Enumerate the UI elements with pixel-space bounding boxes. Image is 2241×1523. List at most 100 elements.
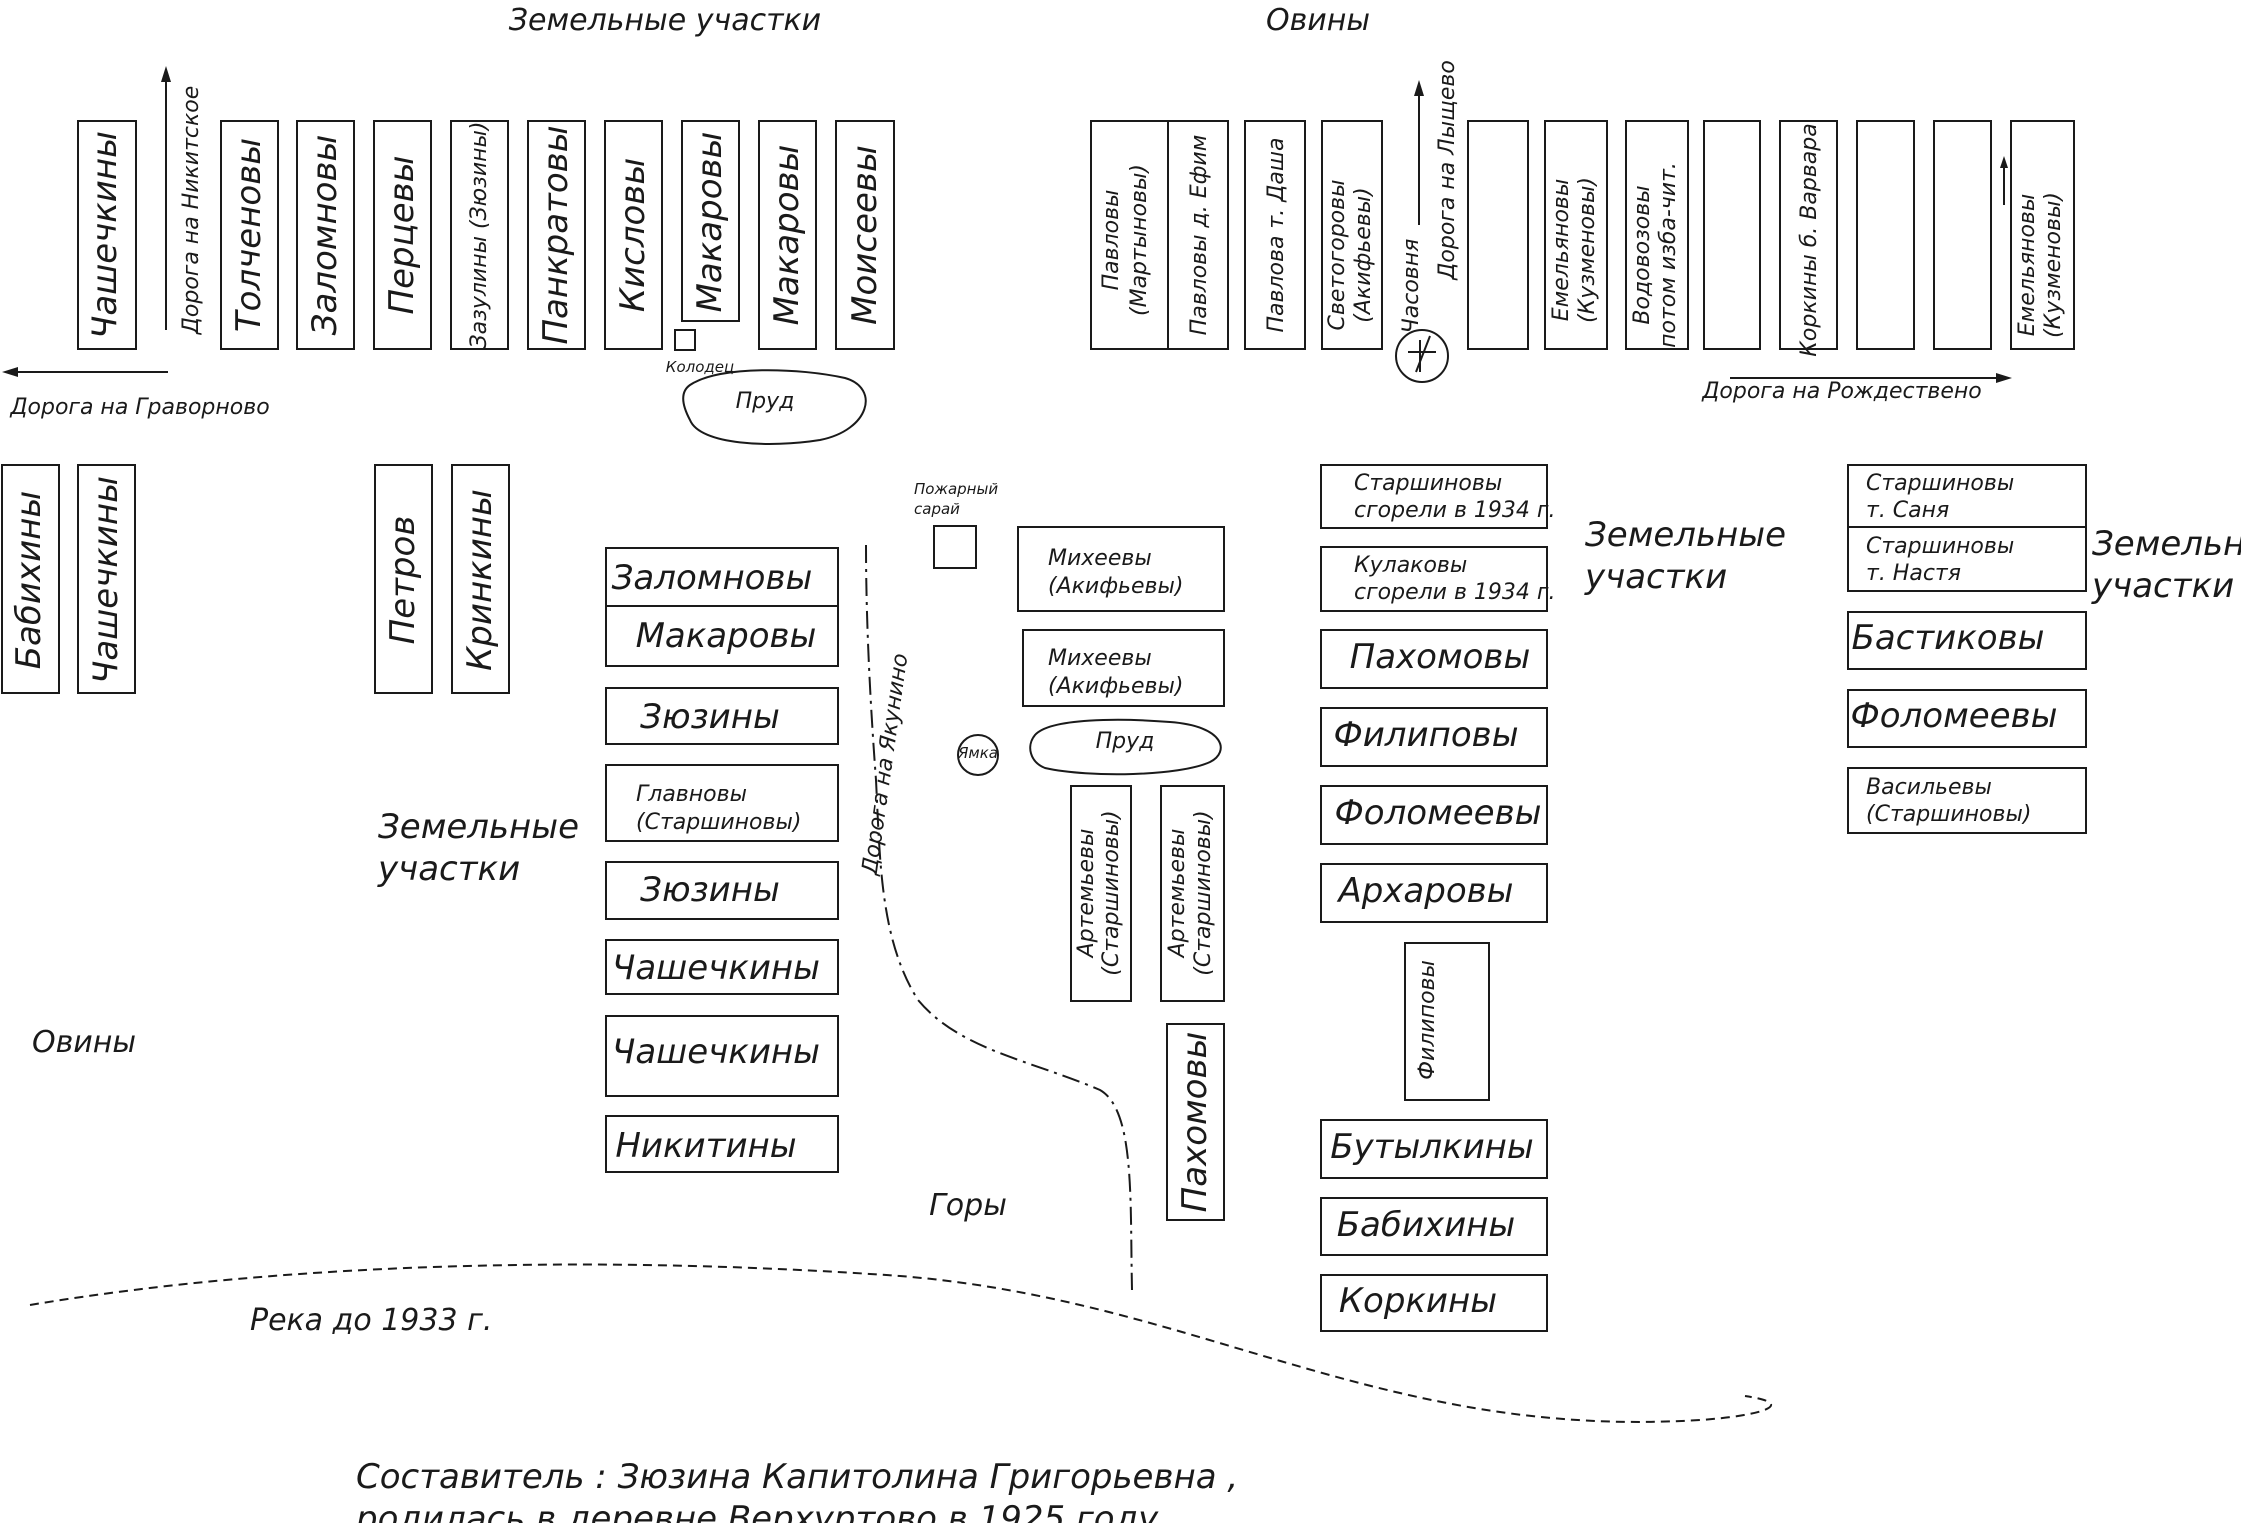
- house-pakhomovy-mid[interactable]: [1166, 1023, 1225, 1221]
- road-nikitskoe-arrow-icon: [161, 66, 171, 82]
- house-mikheevy-b[interactable]: [1022, 629, 1225, 707]
- house-label: (Акифьевы): [1048, 674, 1183, 699]
- footer-line-2: родилась в деревне Верхуртово в 1925 год…: [355, 1499, 1169, 1523]
- left-block-houses: Бабихины Чашечкины Петров Кринкины: [1, 464, 510, 694]
- house-chashechkiny-left[interactable]: [77, 464, 136, 694]
- house-mikheevy-a[interactable]: [1017, 526, 1225, 612]
- label-land-plots-right-2: участки: [1584, 557, 1727, 597]
- house-filipovy-2[interactable]: [1404, 942, 1490, 1101]
- house-makarovy-center[interactable]: [605, 605, 839, 667]
- house-zyuziny-2[interactable]: [605, 861, 839, 920]
- house-pavlovy-martynovy[interactable]: [1090, 120, 1169, 350]
- road-rozhdestveno-arrow-icon: [1996, 373, 2012, 383]
- house-makarovy-top-1[interactable]: [681, 120, 740, 322]
- house-label: Фоломеевы: [1335, 793, 1542, 833]
- house-starshinovy-nastya[interactable]: [1847, 526, 2087, 592]
- house-chashechkiny-center-2[interactable]: [605, 1015, 839, 1097]
- landmark-fire-shed-1: Пожарный: [914, 480, 998, 498]
- house-starshinovy-burned[interactable]: [1320, 464, 1548, 529]
- house-empty-2[interactable]: [1703, 120, 1761, 350]
- house-label: Чашечкины: [612, 1032, 820, 1072]
- house-label: (Старшиновы): [1191, 810, 1216, 975]
- house-folomeevy-far-right[interactable]: [1847, 689, 2087, 748]
- house-pavlovy-efim[interactable]: [1167, 120, 1229, 350]
- house-zalomnovy-top[interactable]: [296, 120, 355, 350]
- house-butylkiny[interactable]: [1320, 1119, 1548, 1179]
- road-gravornovo-arrow-icon: [2, 367, 18, 377]
- house-zazuliny[interactable]: [450, 120, 509, 350]
- house-label: Старшиновы: [1354, 471, 1502, 496]
- house-kulakovy-burned[interactable]: [1320, 546, 1548, 612]
- house-label: Чашечкины: [612, 948, 820, 988]
- house-empty-1[interactable]: [1467, 120, 1529, 350]
- label-barns-left: Овины: [32, 1025, 136, 1060]
- house-korkiny-varvara[interactable]: [1779, 120, 1838, 350]
- house-makarovy-top-2[interactable]: [758, 120, 817, 350]
- house-label: Пахомовы: [1350, 637, 1531, 677]
- house-pavlova-dasha[interactable]: [1244, 120, 1306, 350]
- house-label: Старшиновы: [1866, 471, 2014, 496]
- road-label-nikitskoe: Дорога на Никитское: [179, 86, 204, 336]
- house-tolchenovy[interactable]: [220, 120, 279, 350]
- house-chashechkiny-top[interactable]: [77, 120, 137, 350]
- house-empty-4[interactable]: [1933, 120, 1992, 350]
- heading-barns-top: Овины: [1266, 3, 1370, 38]
- house-label: (Старшиновы): [1866, 802, 2031, 827]
- house-arkharovy[interactable]: [1320, 863, 1548, 923]
- house-label: Михеевы: [1048, 646, 1152, 671]
- house-label: Заломновы: [612, 558, 813, 598]
- house-zyuziny-1[interactable]: [605, 687, 839, 745]
- house-babikhiny-right[interactable]: [1320, 1197, 1548, 1256]
- house-artemyevy-b[interactable]: [1160, 785, 1225, 1002]
- landmark-fire-shed-2: сарай: [914, 500, 960, 518]
- house-nikitiny[interactable]: [605, 1115, 839, 1173]
- house-label: Чашечкины: [85, 131, 125, 339]
- house-label: т. Саня: [1866, 498, 1949, 523]
- house-petrov[interactable]: [374, 464, 433, 694]
- house-emelyanovy-a[interactable]: [1544, 120, 1608, 350]
- top-left-houses: Чашечкины Толченовы Заломновы Перцевы За…: [77, 120, 895, 350]
- house-label: Макаровы: [767, 145, 807, 326]
- house-label: Архаровы: [1336, 871, 1513, 911]
- house-krinkiny[interactable]: [451, 464, 510, 694]
- river-line: [29, 1263, 1772, 1423]
- road-lyshchevo-arrow-icon: [1414, 80, 1424, 96]
- landmark-chapel: Часовня: [1399, 239, 1424, 334]
- house-filipovy[interactable]: [1320, 707, 1548, 767]
- house-vasilyevy[interactable]: [1847, 767, 2087, 834]
- label-land-plots-mid-left-1: Земельные: [378, 807, 579, 847]
- house-label: Старшиновы: [1866, 534, 2014, 559]
- road-label-yakunino: Дорога на Якунино: [858, 652, 914, 877]
- house-emelyanovy-b[interactable]: [2010, 120, 2075, 350]
- label-land-plots-right-1: Земельные: [1585, 515, 1786, 555]
- house-moiseevy[interactable]: [835, 120, 895, 350]
- house-label: Бабихины: [1337, 1205, 1516, 1245]
- house-chashechkiny-center-1[interactable]: [605, 939, 839, 995]
- road-yakunino-line: [865, 544, 1133, 1291]
- house-label: Кисловы: [613, 158, 653, 312]
- house-vodovozovy[interactable]: [1625, 120, 1689, 350]
- house-folomeevy-right[interactable]: [1320, 785, 1548, 845]
- house-label: Павлова т. Даша: [1264, 137, 1289, 332]
- house-artemyevy-a[interactable]: [1070, 785, 1132, 1002]
- house-bastikovy[interactable]: [1847, 611, 2087, 670]
- heading-land-plots-top: Земельные участки: [509, 3, 821, 38]
- house-babikhiny-left[interactable]: [1, 464, 60, 694]
- house-svetogorovy[interactable]: [1321, 120, 1383, 350]
- house-kislovy[interactable]: [604, 120, 663, 350]
- house-label: (Мартыновы): [1127, 164, 1152, 316]
- house-label: Перцевы: [382, 155, 422, 314]
- house-glavnovy[interactable]: [605, 764, 839, 842]
- label-land-plots-far-right-1: Земельные: [2092, 524, 2241, 564]
- house-label: Емельяновы: [2015, 194, 2040, 336]
- house-pankratovy[interactable]: [527, 120, 586, 350]
- house-pakhomovy-right[interactable]: [1320, 629, 1548, 689]
- label-land-plots-mid-left-2: участки: [377, 849, 520, 889]
- house-pertsevy[interactable]: [373, 120, 432, 350]
- label-river: Река до 1933 г.: [250, 1303, 492, 1338]
- house-starshinovy-sanya[interactable]: [1847, 464, 2087, 528]
- right-column-houses: Старшиновы сгорели в 1934 г. Кулаковы сг…: [1320, 464, 1555, 1332]
- top-right-houses: Павловы (Мартыновы) Павловы д. Ефим Павл…: [1090, 120, 2075, 357]
- house-korkiny-right[interactable]: [1320, 1274, 1548, 1332]
- house-empty-3[interactable]: [1856, 120, 1915, 350]
